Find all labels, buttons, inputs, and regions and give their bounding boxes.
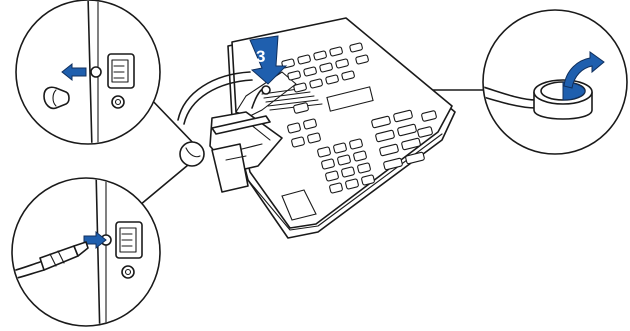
leader-line-top-left	[148, 96, 198, 148]
callout-rotate-knob	[480, 10, 627, 154]
callout-port-cover	[16, 0, 160, 150]
cable-connector	[180, 142, 204, 166]
step-number: 3	[256, 47, 265, 66]
plug-point	[262, 86, 270, 94]
callout-plug-insert	[8, 170, 170, 331]
leader-line-bottom-left	[140, 165, 188, 205]
